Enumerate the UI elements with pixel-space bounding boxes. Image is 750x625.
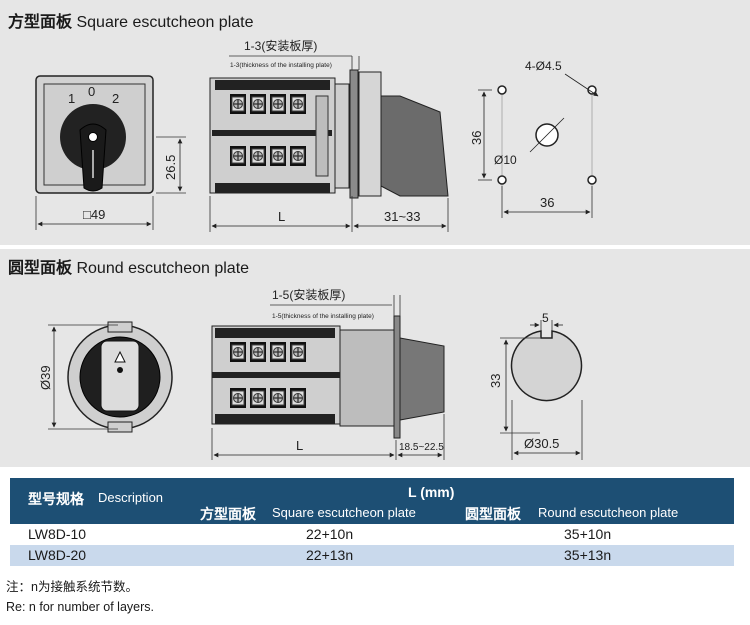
dim-center-hole: Ø10 (494, 153, 517, 167)
row-model: LW8D-20 (28, 547, 87, 563)
round-title-cn: 圆型面板 (8, 260, 73, 277)
row-model: LW8D-10 (28, 526, 87, 542)
header-l-mm: L (mm) (408, 484, 455, 500)
table-row: LW8D-10 22+10n 35+10n (10, 524, 734, 545)
header-description-en: Description (98, 490, 164, 505)
row-square-value: 22+10n (306, 526, 354, 542)
row-round-value: 35+10n (564, 526, 612, 542)
table-header: 型号规格 Description L (mm) 方型面板 Square escu… (10, 478, 734, 524)
dim-round-plate-thickness-en: 1-5(thickness of the installing plate) (272, 313, 374, 320)
round-side-view: 1-5(安装板厚) 1-5(thickness of the installin… (211, 287, 445, 460)
dim-round-diameter: Ø39 (38, 365, 53, 390)
label-pos-1: 1 (68, 91, 75, 106)
dim-key-width: 5 (542, 311, 549, 325)
label-pos-2: 2 (112, 91, 119, 106)
dim-length-round: L (296, 438, 303, 453)
dim-knob-depth-round: 18.5~22.5 (399, 442, 444, 453)
round-title-en: Round escutcheon plate (76, 260, 250, 277)
header-description-cn: 型号规格 (28, 491, 84, 507)
technical-drawings: 1 0 2 □49 26.5 1-3(安装板厚) 1-3(thickness o… (35, 38, 599, 460)
dim-plate-thickness-en: 1-3(thickness of the installing plate) (230, 62, 332, 69)
table-row: LW8D-20 22+13n 35+13n (10, 545, 734, 566)
label-pos-0: 0 (88, 84, 95, 99)
round-front-view: Ø39 (38, 321, 173, 433)
row-round-value: 35+13n (564, 547, 612, 563)
round-cutout-view: 5 33 Ø30.5 (488, 311, 583, 460)
dim-square-height: 26.5 (163, 155, 178, 180)
dim-holes: 4-Ø4.5 (525, 59, 562, 73)
header-round-en: Round escutcheon plate (538, 505, 679, 520)
dim-round-cutout-diameter: Ø30.5 (524, 436, 559, 451)
dim-length-square: L (278, 209, 285, 224)
header-square-cn: 方型面板 (200, 506, 256, 522)
square-front-view: 1 0 2 □49 26.5 (35, 75, 186, 230)
row-square-value: 22+13n (306, 547, 354, 563)
dim-plate-thickness-cn: 1-3(安装板厚) (244, 38, 317, 53)
square-side-view: 1-3(安装板厚) 1-3(thickness of the installin… (209, 38, 449, 232)
dim-knob-depth-square: 31~33 (384, 209, 421, 224)
dim-round-plate-thickness-cn: 1-5(安装板厚) (272, 287, 345, 302)
header-round-cn: 圆型面板 (465, 506, 521, 522)
note-en: Re: n for number of layers. (6, 600, 154, 614)
square-title-en: Square escutcheon plate (76, 14, 254, 31)
square-cutout-view: 4-Ø4.5 Ø10 36 36 (469, 59, 599, 218)
notes: 注：n为接触系统节数。 Re: n for number of layers. (6, 577, 154, 617)
round-plate-title: 圆型面板 Round escutcheon plate (8, 254, 249, 278)
note-cn: 注：n为接触系统节数。 (6, 580, 138, 594)
dim-cutout-height: 36 (469, 131, 484, 145)
square-title-cn: 方型面板 (8, 14, 73, 31)
dim-cutout-width: 36 (540, 195, 554, 210)
dim-round-cutout-height: 33 (488, 374, 503, 388)
header-square-en: Square escutcheon plate (272, 505, 416, 520)
square-plate-title: 方型面板 Square escutcheon plate (8, 8, 253, 32)
dim-square-width: □49 (83, 207, 105, 222)
